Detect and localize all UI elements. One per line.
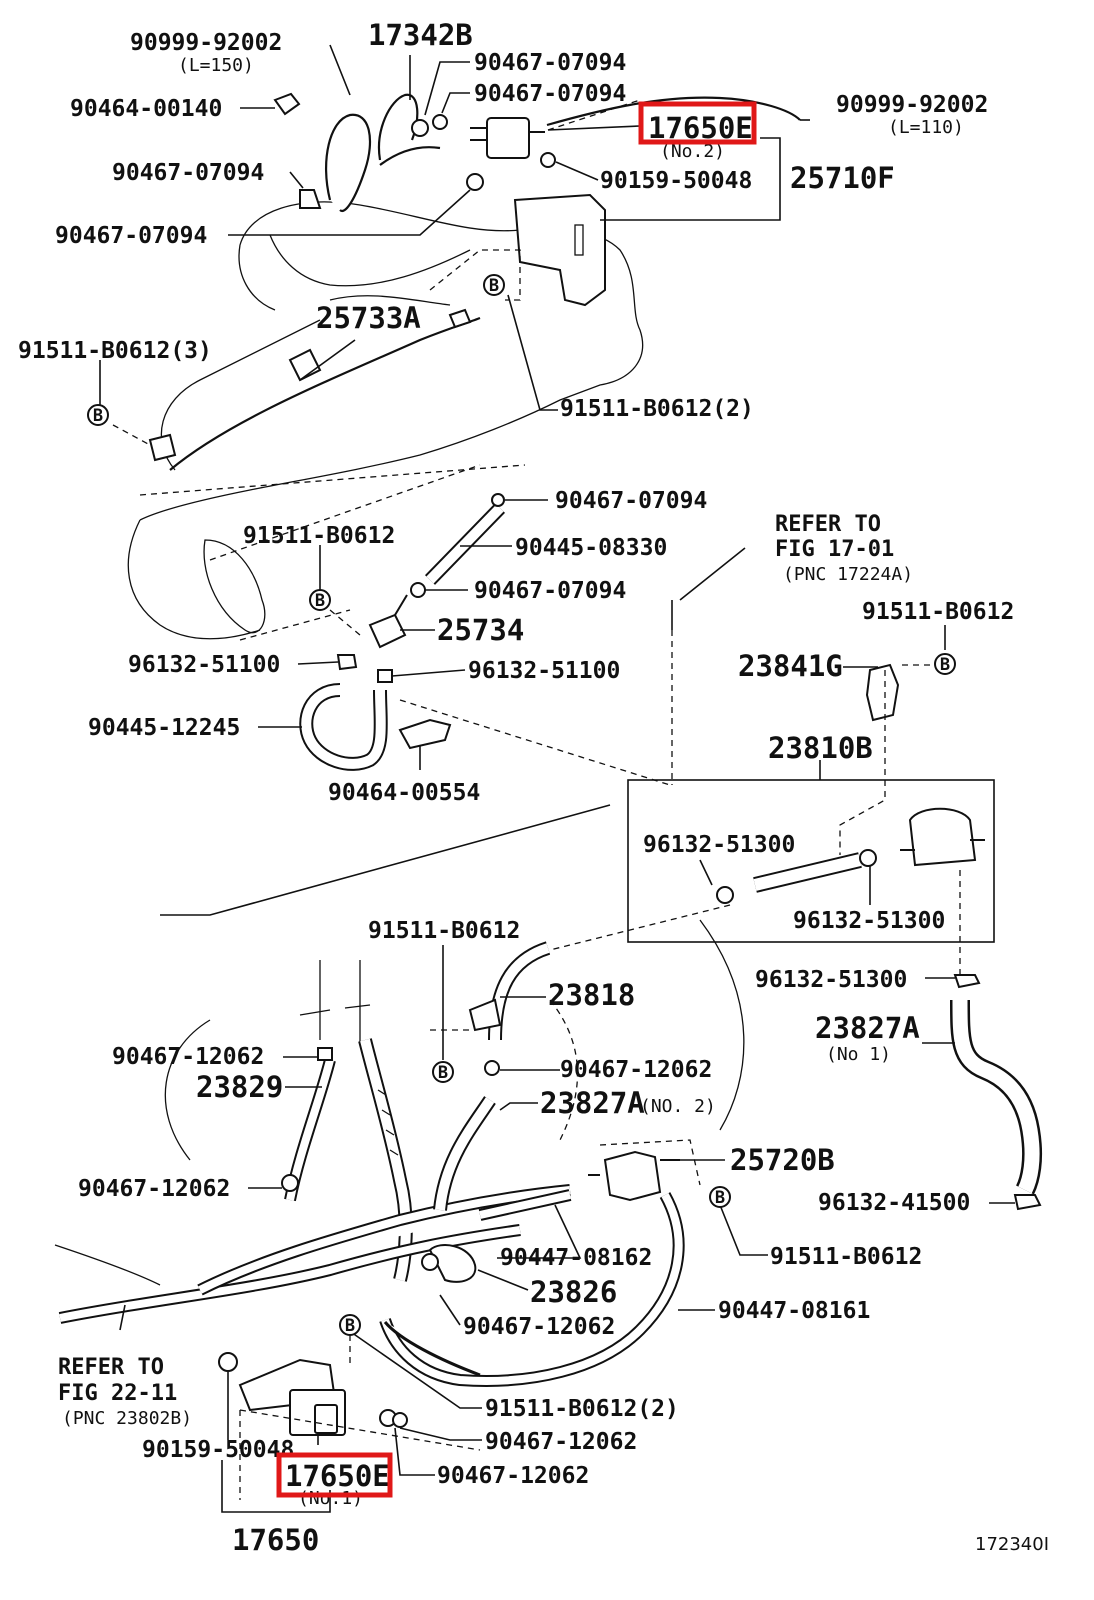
label-90467-07094-e: 90467-07094	[555, 488, 707, 514]
label-23810b: 23810B	[768, 731, 873, 765]
leader-lines	[99, 44, 1015, 1513]
label-90467-12062-a: 90467-12062	[112, 1044, 264, 1070]
highlight-box-17650e-bottom	[276, 1452, 393, 1498]
label-90445-08330: 90445-08330	[515, 535, 667, 561]
bolt-marker-b-6: B	[709, 1186, 731, 1208]
highlight-boxes	[276, 101, 757, 1498]
bolt-marker-b-2: B	[87, 404, 109, 426]
label-23818: 23818	[548, 978, 635, 1012]
label-90467-07094-c: 90467-07094	[112, 160, 264, 186]
bolt-marker-b-4: B	[934, 653, 956, 675]
label-90467-12062-c: 90467-12062	[78, 1176, 230, 1202]
diagram-artwork	[54, 92, 1043, 1436]
label-90999-92002-top-length: (L=150)	[178, 55, 254, 76]
label-90159-50048-bottom: 90159-50048	[142, 1437, 294, 1463]
label-90999-92002-top: 90999-92002	[130, 30, 282, 56]
svg-text:B: B	[315, 591, 325, 611]
label-refer-fig17-line1: REFER TO	[775, 512, 881, 537]
label-17650e-bottom: 17650E	[285, 1459, 390, 1493]
dashed-lines	[112, 99, 961, 1500]
label-refer-fig22-line3: (PNC 23802B)	[62, 1408, 192, 1429]
label-90464-00554: 90464-00554	[328, 780, 480, 806]
bolt-marker-b-5: B	[432, 1061, 454, 1083]
label-90464-00140: 90464-00140	[70, 96, 222, 122]
label-90467-07094-f: 90467-07094	[474, 578, 626, 604]
label-90467-12062-f: 90467-12062	[437, 1463, 589, 1489]
svg-text:B: B	[93, 406, 103, 426]
label-23841g: 23841G	[738, 649, 843, 683]
label-91511-b0612-lower: 91511-B0612	[368, 918, 520, 944]
label-90447-08161: 90447-08161	[718, 1298, 870, 1324]
label-90467-07094-a: 90467-07094	[474, 50, 626, 76]
label-90999-92002-right: 90999-92002	[836, 92, 988, 118]
label-23829: 23829	[196, 1070, 283, 1104]
label-91511-b0612-right: 91511-B0612	[862, 599, 1014, 625]
label-25734: 25734	[437, 613, 524, 647]
label-17342b: 17342B	[368, 18, 473, 52]
label-96132-51100-b: 96132-51100	[468, 658, 620, 684]
label-90159-50048-top: 90159-50048	[600, 168, 752, 194]
label-90467-07094-b: 90467-07094	[474, 81, 626, 107]
svg-text:B: B	[715, 1188, 725, 1208]
label-96132-41500: 96132-41500	[818, 1190, 970, 1216]
bolt-marker-b-3: B	[309, 589, 331, 611]
label-25733a: 25733A	[316, 301, 421, 335]
label-17650e-bottom-sub: (No.1)	[298, 1488, 363, 1509]
label-25710f: 25710F	[790, 161, 895, 195]
part-labels: 90999-92002 (L=150) 17342B 90467-07094 9…	[18, 18, 1049, 1557]
label-refer-fig17-line2: FIG 17-01	[775, 537, 894, 562]
label-91511-b0612-2-top: 91511-B0612(2)	[560, 396, 754, 422]
label-91511-b0612-2-bottom: 91511-B0612(2)	[485, 1396, 679, 1422]
label-23827a-no1-sub: (No 1)	[826, 1044, 891, 1065]
label-96132-51300-c: 96132-51300	[755, 967, 907, 993]
svg-text:B: B	[438, 1063, 448, 1083]
label-91511-b0612-3: 91511-B0612(3)	[18, 338, 212, 364]
highlight-box-17650e-top	[638, 101, 757, 145]
label-refer-fig17-line3: (PNC 17224A)	[783, 564, 913, 585]
figure-code: 172340I	[975, 1534, 1049, 1555]
svg-text:B: B	[345, 1316, 355, 1336]
svg-text:B: B	[489, 276, 499, 296]
label-90467-07094-d: 90467-07094	[55, 223, 207, 249]
label-96132-51300-a: 96132-51300	[643, 832, 795, 858]
label-refer-fig22-line1: REFER TO	[58, 1355, 164, 1380]
label-23827a-no2-sub: (NO. 2)	[640, 1096, 716, 1117]
label-90467-12062-d: 90467-12062	[463, 1314, 615, 1340]
svg-text:B: B	[940, 655, 950, 675]
bolt-marker-b-7: B	[339, 1314, 361, 1336]
label-90467-12062-e: 90467-12062	[485, 1429, 637, 1455]
label-23826: 23826	[530, 1275, 617, 1309]
label-17650e-top: 17650E	[648, 111, 753, 145]
label-90467-12062-b: 90467-12062	[560, 1057, 712, 1083]
label-17650: 17650	[232, 1523, 319, 1557]
label-91511-b0612-bottom: 91511-B0612	[770, 1244, 922, 1270]
label-17650e-top-sub: (No.2)	[660, 141, 725, 162]
label-96132-51300-b: 96132-51300	[793, 908, 945, 934]
label-91511-b0612-mid: 91511-B0612	[243, 523, 395, 549]
label-23827a-no2: 23827A	[540, 1086, 645, 1120]
label-23827a-no1: 23827A	[815, 1011, 920, 1045]
label-25720b: 25720B	[730, 1143, 835, 1177]
label-96132-51100-a: 96132-51100	[128, 652, 280, 678]
label-90445-12245: 90445-12245	[88, 715, 240, 741]
label-90447-08162: 90447-08162	[500, 1245, 652, 1271]
bolt-marker-b-1: B	[483, 274, 505, 296]
label-90999-92002-right-length: (L=110)	[888, 117, 964, 138]
bolt-markers: B B B B B B B	[87, 274, 956, 1336]
label-refer-fig22-line2: FIG 22-11	[58, 1381, 177, 1406]
